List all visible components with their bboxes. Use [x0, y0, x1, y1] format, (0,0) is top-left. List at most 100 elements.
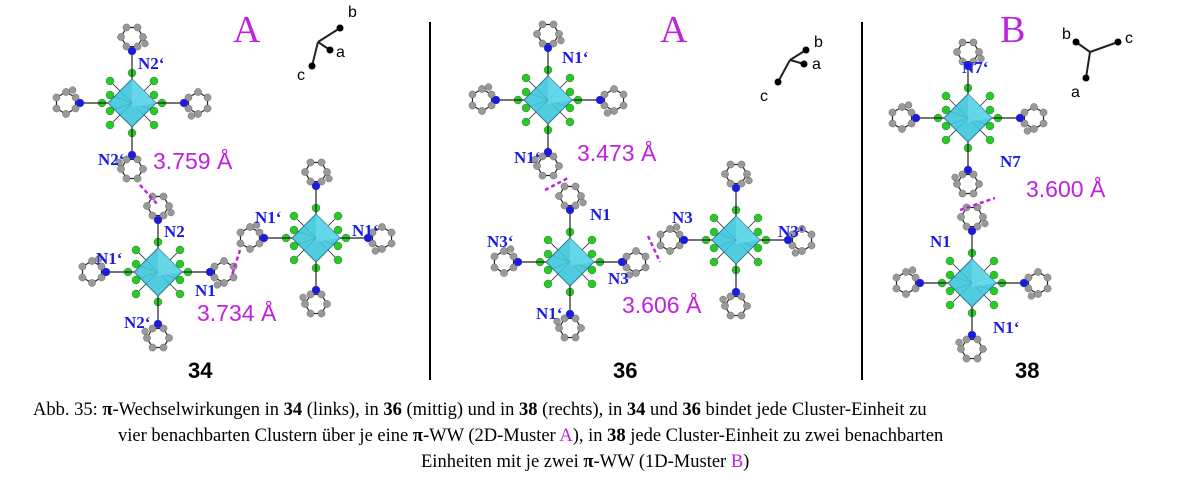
carbon-atom [555, 162, 563, 170]
nitrogen-atom [963, 165, 973, 175]
atom-label: N1‘ [514, 148, 541, 167]
carbon-atom [71, 104, 80, 113]
nitrogen-atom [513, 257, 523, 267]
methyl-carbon [299, 293, 307, 301]
carbon-atom [71, 93, 80, 102]
carbon-atom [478, 85, 486, 93]
carbon-atom [641, 252, 650, 261]
carbon-atom [500, 269, 508, 277]
carbon-atom [1024, 284, 1033, 293]
carbon-atom [143, 202, 151, 210]
carbon-atom [538, 171, 547, 180]
carbon-atom [788, 241, 797, 250]
pattern-label: B [1000, 9, 1026, 51]
carbon-atom [148, 211, 157, 220]
carbon-atom [490, 252, 499, 261]
methyl-carbon [955, 338, 963, 346]
carbon-atom [560, 314, 569, 323]
carbon-atom [468, 90, 477, 99]
atom-label: N3 [608, 269, 629, 288]
atom-label: N1‘ [562, 48, 589, 67]
carbon-atom [571, 333, 580, 342]
chlorine-atom [289, 255, 299, 265]
carbon-atom [911, 284, 920, 293]
carbon-atom [962, 222, 971, 231]
carbon-atom [577, 324, 585, 332]
carbon-atom [487, 101, 496, 110]
chlorine-atom [945, 270, 955, 280]
carbon-atom [975, 48, 983, 56]
atom-label: N1 [930, 232, 951, 251]
chlorine-atom [521, 73, 531, 83]
axis-label-c: c [1125, 30, 1133, 47]
carbon-atom [306, 177, 315, 186]
chlorine-atom [565, 73, 575, 83]
methyl-carbon [977, 55, 985, 63]
axis-arrowhead [800, 60, 808, 68]
atom-label: N1‘ [536, 304, 563, 323]
chlorine-atom [333, 225, 343, 235]
carbon-atom [236, 239, 245, 248]
chlorine-atom [543, 279, 553, 289]
chlorine-atom [945, 256, 955, 266]
carbon-atom [1039, 119, 1048, 128]
chlorine-atom [945, 300, 955, 310]
carbon-atom [622, 263, 631, 272]
carbon-atom [159, 324, 168, 333]
carbon-atom [969, 57, 978, 66]
atom-label: N3 [672, 208, 693, 227]
carbon-atom [500, 247, 508, 255]
carbon-atom [378, 245, 386, 253]
carbon-atom [220, 279, 228, 287]
caption-line-1: Abb. 35: π-Wechselwirkungen in 34 (links… [33, 400, 927, 420]
methyl-carbon [745, 177, 753, 185]
methyl-carbon [579, 199, 587, 207]
chlorine-atom [105, 76, 115, 86]
chlorine-atom [521, 103, 531, 113]
compound-number: 36 [613, 358, 638, 383]
chlorine-atom [521, 117, 531, 127]
carbon-atom [737, 179, 746, 188]
nitrogen-atom [491, 95, 501, 105]
carbon-atom [301, 300, 309, 308]
atom-label: N1‘ [993, 318, 1020, 337]
chlorine-atom [131, 289, 141, 299]
carbon-atom [555, 192, 563, 200]
axis-arrowhead [308, 62, 316, 70]
chlorine-atom [709, 213, 719, 223]
carbon-atom [958, 170, 967, 179]
carbon-atom [632, 269, 640, 277]
carbon-atom [387, 228, 396, 237]
methyl-carbon [115, 158, 123, 166]
carbon-atom [184, 104, 193, 113]
carbon-atom [159, 211, 168, 220]
chlorine-atom [753, 227, 763, 237]
carbon-atom [97, 262, 106, 271]
nitrogen-atom [543, 43, 553, 53]
axis-label-a: a [336, 44, 345, 61]
carbon-atom [509, 252, 518, 261]
carbon-atom [122, 23, 131, 32]
methyl-carbon [167, 209, 175, 217]
chlorine-atom [333, 211, 343, 221]
carbon-atom [675, 241, 684, 250]
atom-label: N3‘ [778, 222, 805, 241]
carbon-atom [666, 225, 674, 233]
carbon-atom [306, 290, 315, 299]
octahedron-face [548, 76, 572, 104]
axis-arrowhead [1072, 38, 1080, 46]
chlorine-atom [941, 135, 951, 145]
carbon-atom [571, 182, 580, 191]
carbon-atom [487, 90, 496, 99]
methyl-carbon [951, 173, 959, 181]
nitrogen-atom [179, 98, 189, 108]
carbon-atom [962, 335, 971, 344]
nitrogen-atom [731, 287, 741, 297]
nitrogen-atom [1015, 113, 1025, 123]
axis-arrowhead [1114, 38, 1122, 46]
carbon-atom [133, 174, 142, 183]
chlorine-atom [131, 275, 141, 285]
carbon-atom [368, 239, 377, 248]
carbon-atom [538, 152, 547, 161]
chlorine-atom [175, 275, 185, 285]
